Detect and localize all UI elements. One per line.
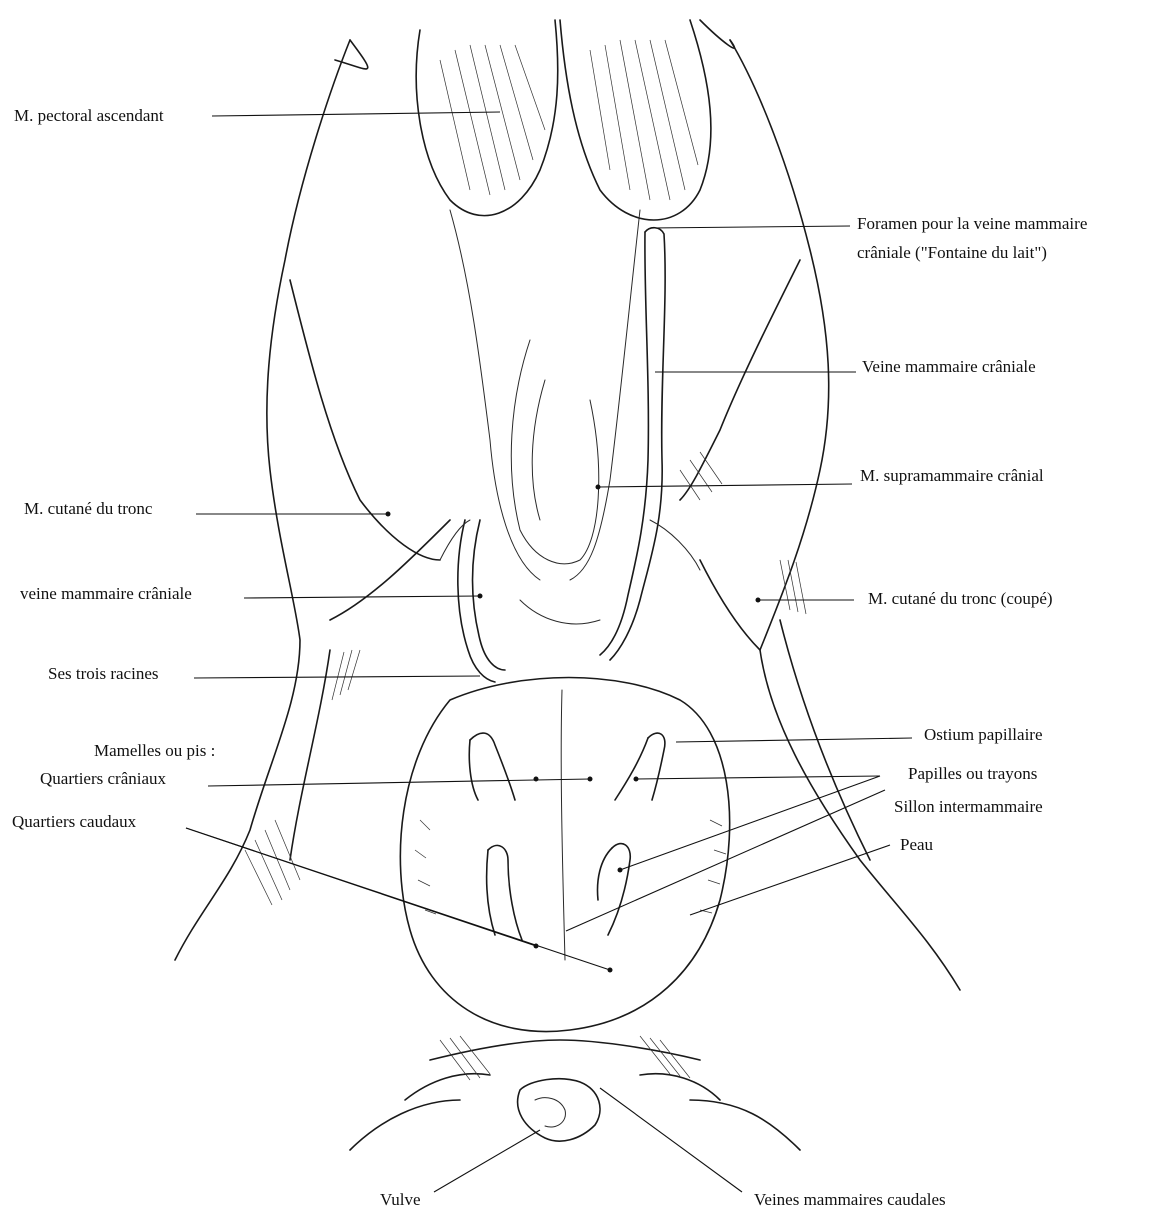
label-veines-mammaires-caudales: Veines mammaires caudales: [754, 1190, 946, 1210]
vulva-drawing: [350, 1036, 800, 1150]
label-papilles-trayons: Papilles ou trayons: [908, 764, 1037, 784]
label-foramen-line1: Foramen pour la veine mammaire: [857, 214, 1087, 234]
udder-drawing: [400, 678, 729, 1032]
leader-dots: [386, 485, 761, 973]
label-mamelles: Mamelles ou pis :: [94, 741, 215, 761]
label-quartiers-craniaux: Quartiers crâniaux: [40, 769, 166, 789]
label-vulve: Vulve: [380, 1190, 421, 1210]
label-quartiers-caudaux: Quartiers caudaux: [12, 812, 136, 832]
cranial-mammary-vein-drawing: [440, 228, 700, 682]
label-foramen-line2: crâniale ("Fontaine du lait"): [857, 243, 1047, 263]
label-cutane-tronc-left: M. cutané du tronc: [24, 499, 152, 519]
label-cutane-tronc-right: M. cutané du tronc (coupé): [868, 589, 1053, 609]
supramammary-muscle-drawing: [511, 340, 600, 624]
label-sillon-intermammaire: Sillon intermammaire: [894, 797, 1043, 817]
label-veine-craniale-right: Veine mammaire crâniale: [862, 357, 1036, 377]
body-outline: [175, 20, 960, 990]
leader-lines: [186, 112, 912, 1192]
label-supramammaire: M. supramammaire crânial: [860, 466, 1044, 486]
cutaneous-muscle-drawing: [245, 260, 806, 905]
label-veine-craniale-left: veine mammaire crâniale: [20, 584, 192, 604]
pectoral-muscle-drawing: [416, 20, 711, 580]
label-ostium-papillaire: Ostium papillaire: [924, 725, 1043, 745]
label-trois-racines: Ses trois racines: [48, 664, 158, 684]
label-pectoral-ascendant: M. pectoral ascendant: [14, 106, 164, 126]
label-peau: Peau: [900, 835, 933, 855]
